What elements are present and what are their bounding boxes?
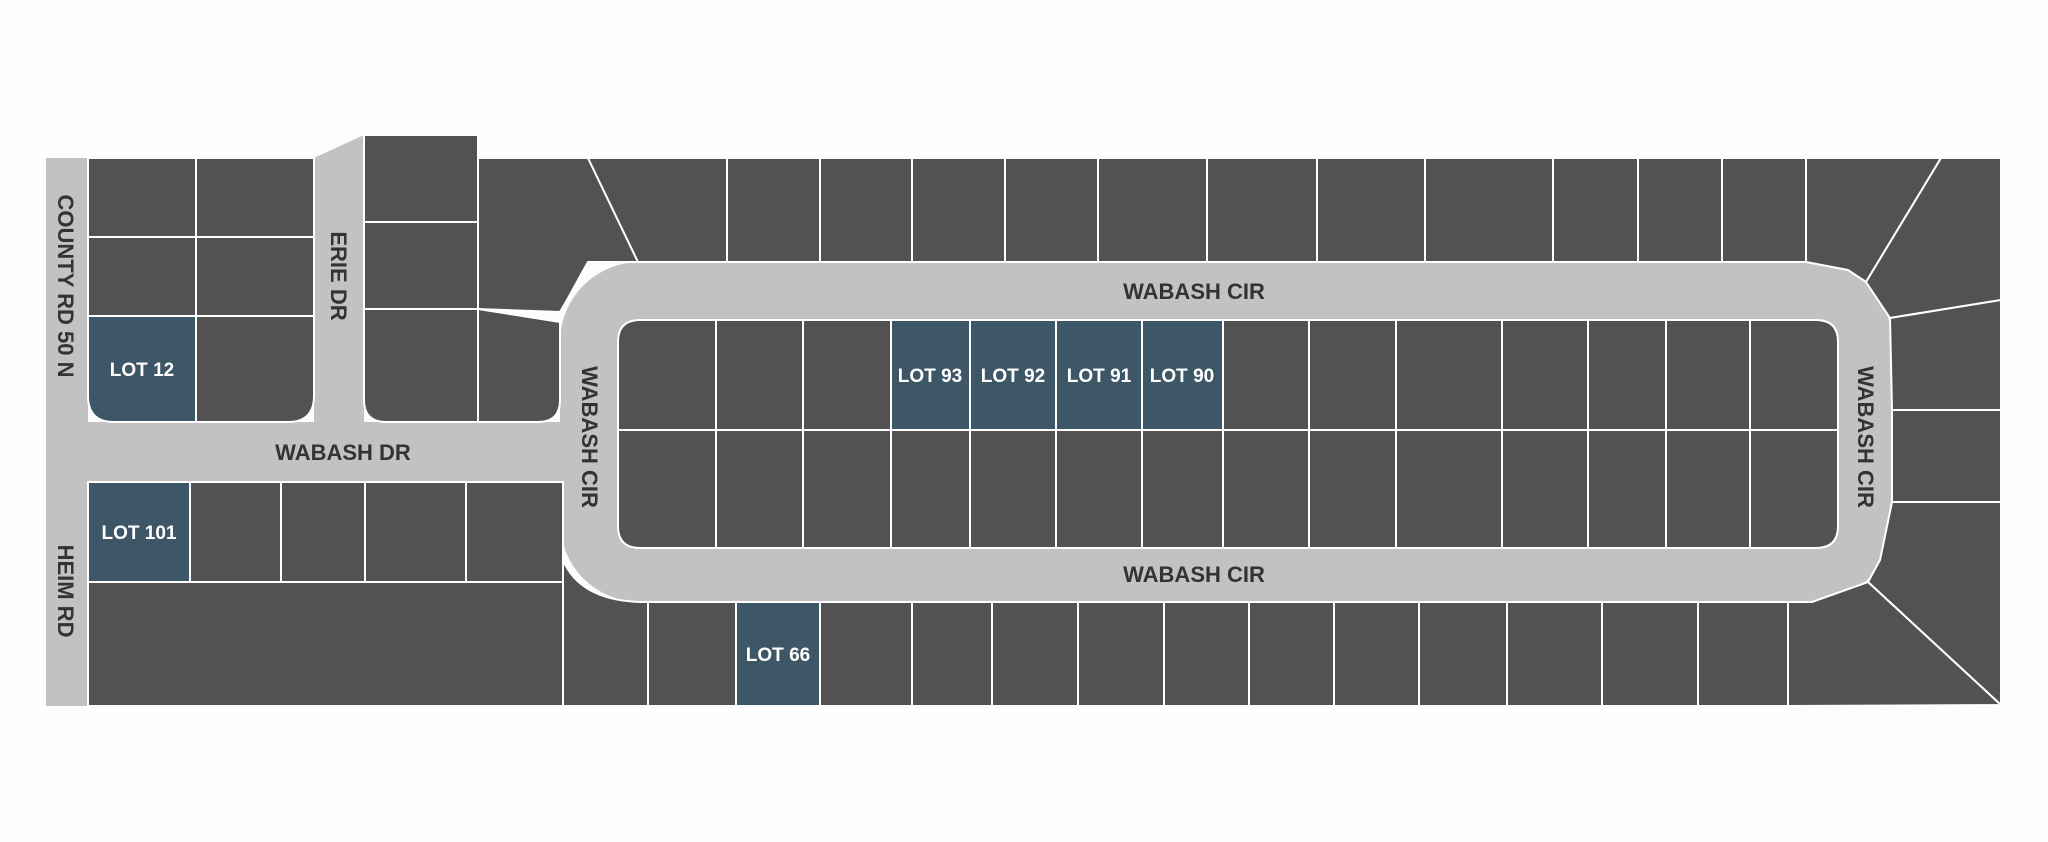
lot-parcel[interactable] <box>1891 409 2002 503</box>
lot-parcel[interactable] <box>969 429 1057 549</box>
lot-parcel[interactable] <box>1097 157 1208 263</box>
lot-parcel[interactable] <box>189 481 282 583</box>
lot-parcel[interactable] <box>1333 601 1420 707</box>
lot-parcel[interactable] <box>1665 319 1751 431</box>
lot-parcel[interactable] <box>477 307 561 423</box>
lot-parcel[interactable] <box>726 157 821 263</box>
lot-parcel[interactable] <box>1418 601 1508 707</box>
lot-parcel[interactable] <box>1395 429 1503 549</box>
lot-parcel[interactable] <box>1222 429 1310 549</box>
lot-parcel[interactable] <box>87 581 564 707</box>
lot-92-parcel[interactable] <box>969 319 1057 431</box>
lot-parcel[interactable] <box>1787 580 2004 708</box>
lot-parcel[interactable] <box>1206 157 1318 263</box>
lot-parcel[interactable] <box>802 429 892 549</box>
lot-parcel[interactable] <box>715 429 804 549</box>
wabash-dr-label: WABASH DR <box>275 440 411 465</box>
lot-parcel[interactable] <box>1749 319 1839 431</box>
lot-parcel[interactable] <box>1004 157 1099 263</box>
lot-101-parcel[interactable] <box>87 481 191 583</box>
lot-parcel[interactable] <box>819 601 913 707</box>
wabash-cir-left-label: WABASH CIR <box>577 366 602 508</box>
wabash-cir-top-label: WABASH CIR <box>1123 279 1265 304</box>
lot-parcel[interactable] <box>1552 157 1639 263</box>
lot-parcel[interactable] <box>1637 157 1723 263</box>
lot-parcel[interactable] <box>1316 157 1426 263</box>
lot-93-parcel[interactable] <box>890 319 971 431</box>
lot-93-label: LOT 93 <box>898 366 962 387</box>
lot-parcel[interactable] <box>617 429 717 549</box>
lot-101-label: LOT 101 <box>102 523 177 544</box>
lot-parcel[interactable] <box>87 236 197 317</box>
lot-parcel[interactable] <box>890 429 971 549</box>
lot-12-parcel[interactable] <box>87 315 197 423</box>
county-rd-50n-label: COUNTY RD 50 N <box>53 195 78 378</box>
lot-parcel[interactable] <box>363 134 479 223</box>
heim-rd-label: HEIM RD <box>53 545 78 638</box>
lot-parcel[interactable] <box>1501 319 1589 431</box>
lot-parcel[interactable] <box>1749 429 1839 549</box>
lot-parcel[interactable] <box>1665 429 1751 549</box>
block-east <box>1864 157 2002 708</box>
lot-parcel[interactable] <box>364 481 467 583</box>
lot-parcel[interactable] <box>715 319 804 431</box>
lot-parcel[interactable] <box>1721 157 1807 263</box>
lot-parcel[interactable] <box>195 236 315 317</box>
road-labels: COUNTY RD 50 N HEIM RD ERIE DR WABASH DR… <box>53 195 1878 638</box>
lot-parcel[interactable] <box>1077 601 1165 707</box>
lot-parcel[interactable] <box>911 601 993 707</box>
lot-parcel[interactable] <box>1141 429 1224 549</box>
lot-90-label: LOT 90 <box>1150 366 1214 387</box>
lot-parcel[interactable] <box>1501 429 1589 549</box>
lot-parcel[interactable] <box>195 315 315 423</box>
lot-parcel[interactable] <box>1308 319 1397 431</box>
lot-66-label: LOT 66 <box>746 645 810 666</box>
block-inner-island <box>617 319 1839 549</box>
lot-parcel[interactable] <box>911 157 1006 263</box>
lot-parcel[interactable] <box>195 157 315 238</box>
lot-parcel[interactable] <box>1888 298 2002 411</box>
lot-66-parcel[interactable] <box>735 601 821 707</box>
lot-parcel[interactable] <box>1248 601 1335 707</box>
lot-parcel[interactable] <box>802 319 892 431</box>
lot-parcel[interactable] <box>819 157 913 263</box>
block-southwest <box>87 481 564 707</box>
lot-parcel[interactable] <box>1395 319 1503 431</box>
lot-parcel[interactable] <box>1055 429 1143 549</box>
lot-parcel[interactable] <box>1587 319 1667 431</box>
lot-parcel[interactable] <box>647 601 737 707</box>
lot-parcel[interactable] <box>617 319 717 431</box>
county-rd-50n-road <box>46 158 88 706</box>
lot-parcel[interactable] <box>1601 601 1699 707</box>
lot-parcel[interactable] <box>1587 429 1667 549</box>
erie-dr-label: ERIE DR <box>326 231 351 320</box>
block-northwest <box>87 157 315 423</box>
lot-parcel[interactable] <box>1222 319 1310 431</box>
erie-dr-road <box>314 135 364 440</box>
lot-parcel[interactable] <box>363 308 479 423</box>
lot-91-label: LOT 91 <box>1067 366 1132 387</box>
lot-parcel[interactable] <box>1163 601 1250 707</box>
lot-parcel[interactable] <box>991 601 1079 707</box>
lot-parcel[interactable] <box>363 221 479 310</box>
block-north-row <box>586 157 1943 284</box>
lot-parcel[interactable] <box>280 481 366 583</box>
lot-parcel[interactable] <box>1308 429 1397 549</box>
block-south-row <box>562 559 2004 708</box>
lot-parcel[interactable] <box>87 157 197 238</box>
lot-parcel[interactable] <box>1424 157 1554 263</box>
lot-91-parcel[interactable] <box>1055 319 1143 431</box>
wabash-dr-road <box>88 422 568 482</box>
lot-parcel[interactable] <box>1506 601 1603 707</box>
lot-parcel[interactable] <box>1697 601 1789 707</box>
lot-parcel[interactable] <box>1805 157 1943 284</box>
lot-parcel[interactable] <box>465 481 564 583</box>
wabash-cir-bottom-label: WABASH CIR <box>1123 562 1265 587</box>
lot-labels: LOT 12 LOT 101 LOT 93 LOT 92 LOT 91 LOT … <box>102 360 1215 666</box>
lot-12-label: LOT 12 <box>110 360 174 381</box>
block-north-central <box>363 134 640 423</box>
wabash-cir-right-label: WABASH CIR <box>1853 366 1878 508</box>
lot-92-label: LOT 92 <box>981 366 1045 387</box>
